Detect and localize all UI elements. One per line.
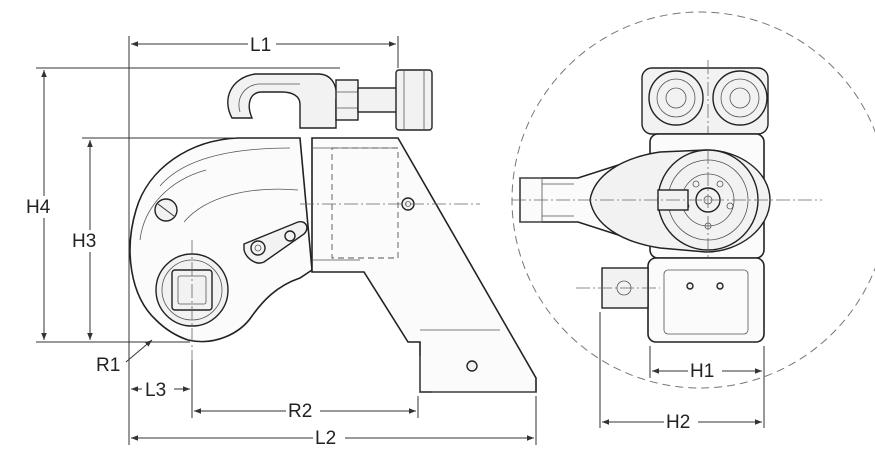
side-view: L1 H4 H3 R1 L3 R2 L2 <box>24 34 537 449</box>
dim-label-h2: H2 <box>666 412 690 433</box>
dim-label-l2: L2 <box>315 428 336 449</box>
cylinder-and-reaction-arm <box>300 137 537 393</box>
hose-swivel-fitting <box>227 69 433 131</box>
housing-front <box>512 133 822 259</box>
dim-label-h4: H4 <box>26 197 51 218</box>
front-view: H1 H2 <box>511 11 875 433</box>
dim-label-l1: L1 <box>250 35 271 56</box>
dim-label-h1: H1 <box>690 361 714 382</box>
hose-couplers <box>641 60 769 150</box>
lower-block-front <box>576 257 765 343</box>
dim-label-r1: R1 <box>96 355 120 376</box>
dim-label-h3: H3 <box>72 231 96 252</box>
dim-label-l3: L3 <box>145 380 166 401</box>
dim-label-r2: R2 <box>288 401 312 422</box>
ratchet-head-body <box>129 137 313 343</box>
